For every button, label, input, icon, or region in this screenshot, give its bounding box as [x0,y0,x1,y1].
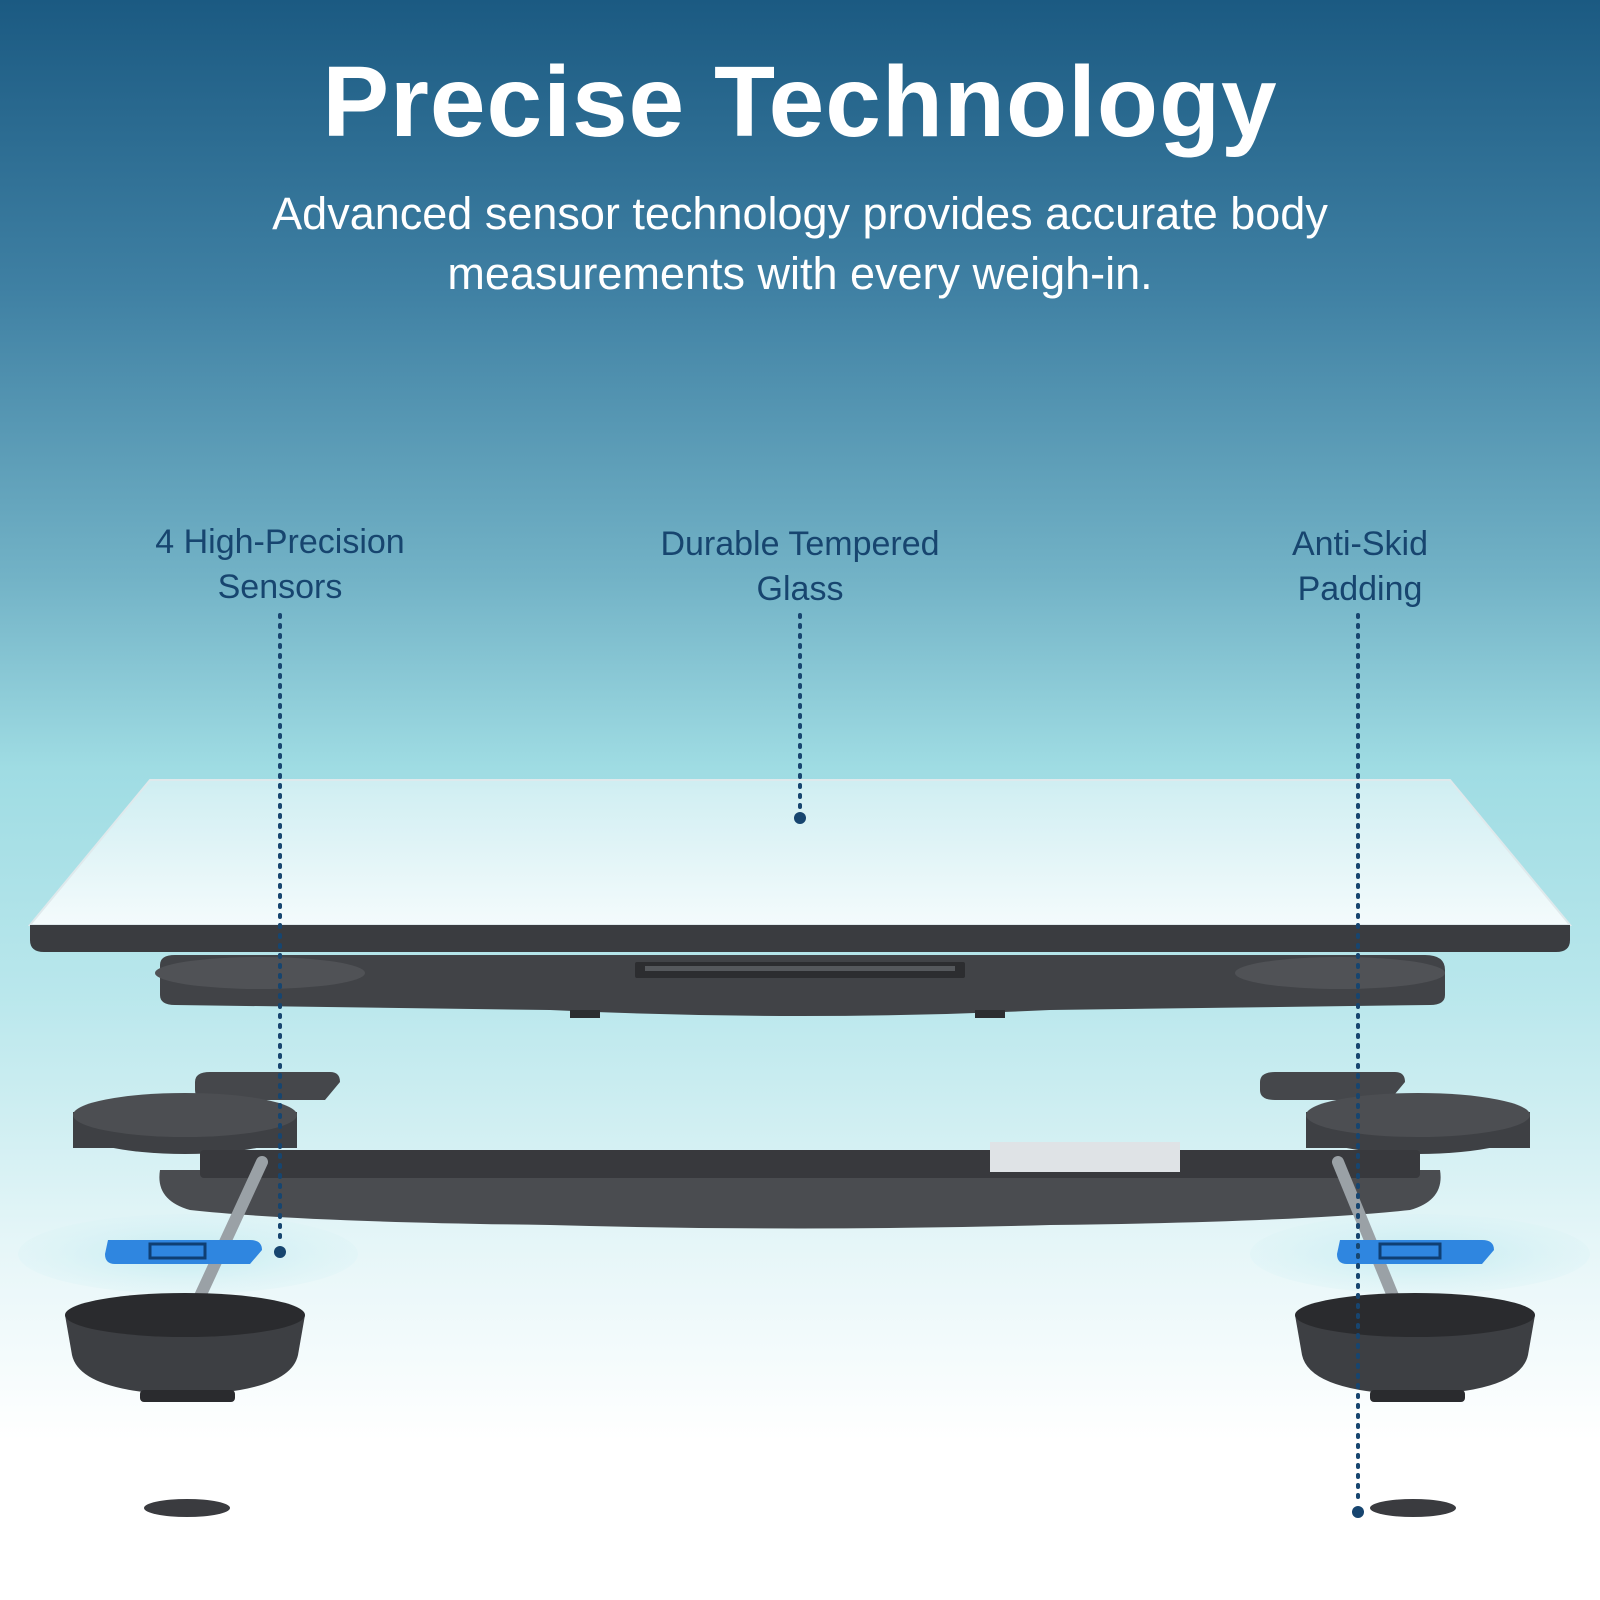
callout-sensors-line2: Sensors [217,568,343,606]
callout-glass-line1: Durable Tempered [660,525,940,563]
page-title: Precise Technology [322,46,1278,158]
callout-glass: Durable Tempered Glass [620,522,980,612]
right-sensor-module [1260,1072,1530,1154]
page-subtitle: Advanced sensor technology provides accu… [272,188,1328,299]
callout-leader-glass [794,613,806,824]
callout-leader-sensors [274,613,286,1258]
callout-padding: Anti-Skid Padding [1235,522,1485,612]
lower-frame [159,1142,1441,1229]
left-anti-skid-pad [144,1499,230,1517]
right-blue-sensor-icon [1337,1240,1494,1264]
callout-leader-padding [1352,613,1364,1518]
callout-glass-line2: Glass [756,570,844,608]
callout-padding-line2: Padding [1297,570,1423,608]
callout-sensors-line1: 4 High-Precision [155,523,405,561]
callout-sensors: 4 High-Precision Sensors [120,520,440,610]
callout-padding-line1: Anti-Skid [1291,525,1429,563]
right-foot-cup [1295,1293,1535,1402]
right-anti-skid-pad [1370,1499,1456,1517]
left-sensor-module [73,1072,340,1154]
upper-housing [155,955,1445,1018]
left-foot-cup [65,1293,305,1402]
tempered-glass-panel [27,779,1573,952]
left-blue-sensor-icon [105,1240,262,1264]
